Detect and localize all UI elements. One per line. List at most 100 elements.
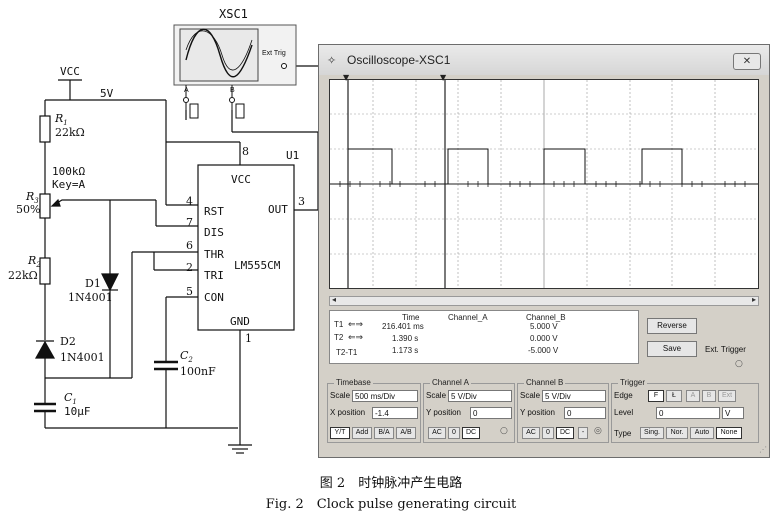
- level-field[interactable]: 0: [656, 407, 720, 419]
- pin-7: 7: [186, 216, 193, 229]
- x-position-label: X position: [330, 408, 366, 417]
- x-position-field[interactable]: -1.4: [372, 407, 418, 419]
- d2-part: 1N4001: [60, 351, 105, 364]
- channel-a-title: Channel A: [430, 378, 471, 387]
- falling-edge-button[interactable]: Ł: [666, 390, 682, 402]
- channel-b-group: Channel B Scale 5 V/Div Y position 0 AC …: [517, 378, 609, 443]
- r3-name: R3: [26, 190, 39, 206]
- channel-a-scale-field[interactable]: 5 V/Div: [448, 390, 512, 402]
- readout-header-channel-a: Channel_A: [448, 313, 488, 322]
- level-unit-select[interactable]: V: [722, 407, 744, 419]
- level-label: Level: [614, 408, 634, 417]
- channel-b-trace: [330, 148, 758, 185]
- vcc-label: VCC: [60, 65, 80, 78]
- trigger-title: Trigger: [618, 378, 648, 387]
- channel-b-y-position-label: Y position: [520, 408, 555, 417]
- d2-name: D2: [60, 335, 76, 348]
- chip-con: CON: [204, 291, 224, 304]
- r3-percent: 50%: [16, 203, 41, 216]
- t1-arrows-icon[interactable]: ⇐⇒: [348, 319, 364, 329]
- chip-tri: TRI: [204, 269, 224, 282]
- d1-name: D1: [85, 277, 101, 290]
- channel-b-scale-field[interactable]: 5 V/Div: [542, 390, 606, 402]
- channel-b-zero-button[interactable]: 0: [542, 427, 554, 439]
- timebase-group: Timebase Scale 500 ms/Div X position -1.…: [327, 378, 421, 443]
- single-button[interactable]: Sing.: [640, 427, 664, 439]
- ab-button[interactable]: A/B: [396, 427, 416, 439]
- timebase-scale-field[interactable]: 500 ms/Div: [352, 390, 418, 402]
- rising-edge-button[interactable]: F: [648, 390, 664, 402]
- oscilloscope-window[interactable]: ✧ Oscilloscope-XSC1 ✕: [318, 44, 770, 458]
- horizontal-scrollbar[interactable]: ◂ ▸: [329, 295, 759, 306]
- timebase-title: Timebase: [334, 378, 373, 387]
- pin-4: 4: [186, 195, 193, 208]
- channel-b-ac-button[interactable]: AC: [522, 427, 540, 439]
- ext-trigger-label: Ext. Trigger: [705, 345, 746, 354]
- channel-a-terminal-icon[interactable]: ○: [500, 426, 508, 436]
- cursor-t1-marker-icon[interactable]: ▼: [343, 73, 350, 82]
- cursor-readout-panel: Time Channel_A Channel_B T1 ⇐⇒ 216.401 m…: [329, 310, 639, 364]
- channel-a-ac-button[interactable]: AC: [428, 427, 446, 439]
- scope-screen: [329, 79, 759, 289]
- ba-button[interactable]: B/A: [374, 427, 394, 439]
- none-button[interactable]: None: [716, 427, 742, 439]
- channel-b-dc-button[interactable]: DC: [556, 427, 574, 439]
- channel-b-terminal-icon[interactable]: ◎: [594, 426, 602, 436]
- reverse-button[interactable]: Reverse: [647, 318, 697, 334]
- ext-trigger-terminal-icon[interactable]: ○: [735, 359, 743, 369]
- xsc1-symbol[interactable]: [173, 24, 297, 119]
- r3-key: Key=A: [52, 178, 86, 191]
- xsc1-label: XSC1: [219, 7, 248, 21]
- pin-3: 3: [298, 195, 305, 208]
- pin-8: 8: [242, 145, 249, 158]
- pin-2: 2: [186, 261, 193, 274]
- t2-arrows-icon[interactable]: ⇐⇒: [348, 332, 364, 342]
- close-button[interactable]: ✕: [733, 53, 761, 70]
- cursor-t2-marker-icon[interactable]: ▼: [440, 73, 447, 82]
- chip-gnd: GND: [230, 315, 250, 328]
- trigger-source-ext-button[interactable]: Ext: [718, 390, 736, 402]
- channel-b-invert-button[interactable]: -: [578, 427, 588, 439]
- d1-part: 1N4001: [68, 291, 113, 304]
- auto-button[interactable]: Auto: [690, 427, 714, 439]
- channel-a-group: Channel A Scale 5 V/Div Y position 0 AC …: [423, 378, 515, 443]
- add-button[interactable]: Add: [352, 427, 372, 439]
- c2-value: 100nF: [180, 365, 216, 378]
- window-title: Oscilloscope-XSC1: [347, 53, 451, 67]
- terminal-a-label: A: [184, 87, 189, 94]
- chip-out: OUT: [268, 203, 288, 216]
- title-bar[interactable]: ✧ Oscilloscope-XSC1 ✕: [319, 45, 769, 75]
- scroll-left-icon[interactable]: ◂: [332, 295, 337, 304]
- r2-name: R2: [28, 254, 41, 270]
- save-button[interactable]: Save: [647, 341, 697, 357]
- type-label: Type: [614, 429, 632, 438]
- channel-b-y-position-field[interactable]: 0: [564, 407, 606, 419]
- trigger-source-a-button[interactable]: A: [686, 390, 700, 402]
- delta-channel-b: -5.000 V: [528, 346, 559, 355]
- r3-value: 100kΩ: [52, 165, 86, 178]
- scope-grid: [330, 80, 758, 288]
- chip-vcc: VCC: [231, 173, 251, 186]
- scroll-right-icon[interactable]: ▸: [751, 295, 756, 304]
- readout-header-channel-b: Channel_B: [526, 313, 566, 322]
- channel-b-title: Channel B: [524, 378, 566, 387]
- t2-label: T2: [334, 333, 344, 342]
- ext-trig-label: Ext Trig: [262, 50, 286, 57]
- pin-5: 5: [186, 285, 193, 298]
- trigger-source-b-button[interactable]: B: [702, 390, 716, 402]
- channel-a-y-position-field[interactable]: 0: [470, 407, 512, 419]
- t1-label: T1: [334, 320, 344, 329]
- channel-a-dc-button[interactable]: DC: [462, 427, 480, 439]
- pin-6: 6: [186, 239, 193, 252]
- yt-button[interactable]: Y/T: [330, 427, 350, 439]
- c1-value: 10μF: [64, 405, 91, 418]
- resize-grip-icon[interactable]: ⋰: [759, 445, 767, 454]
- timebase-scale-label: Scale: [330, 391, 351, 400]
- t2-time: 1.390 s: [392, 334, 419, 343]
- terminal-b-label: B: [230, 87, 235, 94]
- normal-button[interactable]: Nor.: [666, 427, 688, 439]
- chip-name: LM555CM: [234, 259, 281, 272]
- t2-channel-b: 0.000 V: [530, 334, 558, 343]
- channel-a-zero-button[interactable]: 0: [448, 427, 460, 439]
